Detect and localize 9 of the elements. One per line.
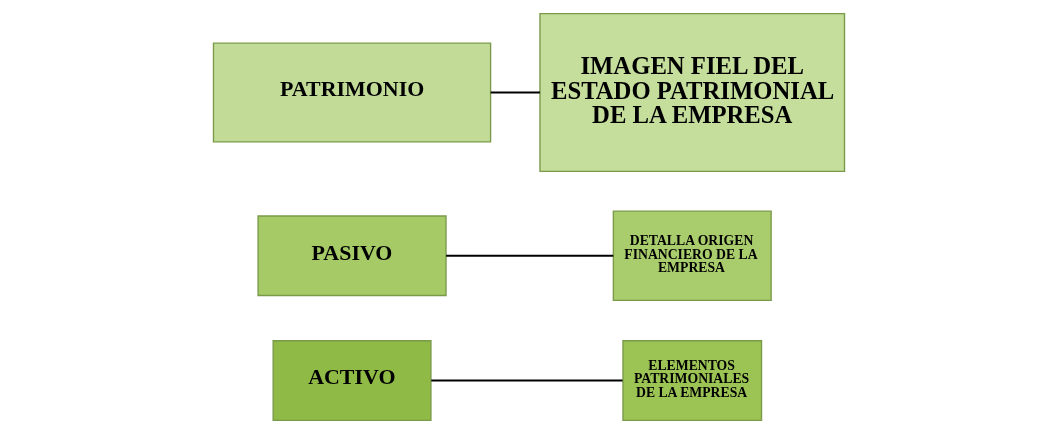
node-box: PASIVO <box>256 215 447 297</box>
node-box: PATRIMONIO <box>212 42 491 143</box>
connector <box>445 254 613 257</box>
node-box: DETALLA ORIGEN FINANCIERO DE LA EMPRESA <box>612 210 772 302</box>
node-box: ELEMENTOS PATRIMONIALES DE LA EMPRESA <box>621 340 762 422</box>
connector <box>490 91 540 94</box>
node-box: ACTIVO <box>271 340 432 422</box>
node-box: IMAGEN FIEL DEL ESTADO PATRIMONIAL DE LA EMPRESA <box>538 12 845 173</box>
connector <box>430 379 623 382</box>
